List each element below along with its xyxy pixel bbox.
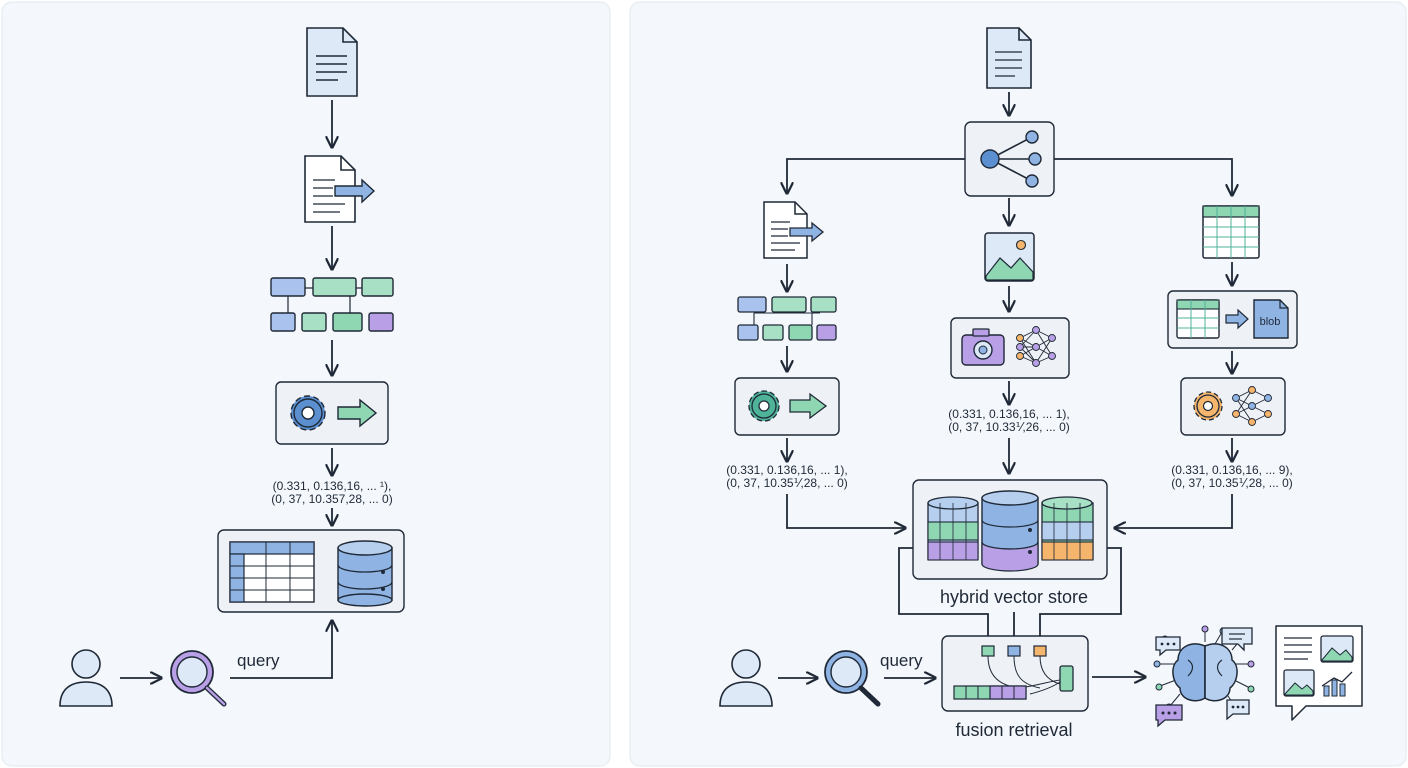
left-vector-line-1: (0.331, 0.136,16, ... ¹), xyxy=(273,479,392,493)
store-right-connector xyxy=(1039,547,1122,646)
chat-icon xyxy=(1155,704,1183,728)
vector-store-box xyxy=(217,529,405,613)
branch-left xyxy=(787,158,965,192)
table-vector-line-2: (0, 37, 10.35⅟,28, ... 0) xyxy=(1171,476,1293,490)
table-embedding-box xyxy=(1180,377,1286,436)
search-icon xyxy=(170,650,227,707)
blob-icon: blob xyxy=(1253,299,1289,339)
neural-net-icon xyxy=(1016,326,1056,367)
embedding-box xyxy=(734,377,840,436)
image-vector-line-2: (0, 37, 10.33⅟,26, ... 0) xyxy=(948,420,1070,434)
query-arrow xyxy=(230,622,332,679)
left-pipeline: (0.331, 0.136,16, ... ¹), (0, 37, 10.357… xyxy=(59,27,405,707)
table-vector-line-1: (0.331, 0.136,16, ... 9), xyxy=(1171,463,1292,477)
arrow-right-icon xyxy=(1225,308,1249,330)
left-query-label: query xyxy=(237,651,280,670)
fusion-retrieval-box xyxy=(941,635,1089,712)
chat-icon xyxy=(1155,636,1181,657)
chat-icon xyxy=(1221,627,1253,652)
document-icon xyxy=(986,27,1032,89)
arrow-right-icon xyxy=(337,398,378,428)
right-pipeline: (0.331, 0.136,16, ... 1), (0, 37, 10.35⅟… xyxy=(719,27,1363,740)
document-icon xyxy=(306,27,358,97)
split-icon xyxy=(964,121,1055,197)
report-icon xyxy=(1275,625,1363,721)
right-panel xyxy=(629,1,1407,767)
brain-icon xyxy=(1153,625,1255,713)
database-icon xyxy=(337,540,393,607)
image-icon xyxy=(984,232,1035,282)
text-to-store-arrow xyxy=(786,494,904,528)
camera-icon xyxy=(961,328,1005,366)
image-embedding-box xyxy=(950,317,1070,379)
store-label: hybrid vector store xyxy=(940,587,1088,607)
table-icon xyxy=(229,541,315,603)
user-icon xyxy=(59,649,113,707)
neural-net-icon xyxy=(1232,386,1272,426)
gear-icon xyxy=(290,395,326,431)
text-vector-line-2: (0, 37, 10.35⅟,28, ... 0) xyxy=(726,476,848,490)
embedding-box xyxy=(275,381,389,445)
spreadsheet-icon xyxy=(1202,205,1260,259)
document-arrow-icon xyxy=(304,155,376,223)
text-vector-line-1: (0.331, 0.136,16, ... 1), xyxy=(726,463,847,477)
chunks-icon xyxy=(270,277,394,332)
document-arrow-icon xyxy=(763,201,825,259)
fusion-label: fusion retrieval xyxy=(955,720,1072,740)
hybrid-vector-store xyxy=(912,479,1108,580)
store-left-connector xyxy=(898,547,989,646)
blob-label: blob xyxy=(1260,316,1281,328)
chunks-icon xyxy=(737,296,837,341)
gear-icon xyxy=(1193,391,1223,421)
user-icon xyxy=(719,649,773,707)
right-query-label: query xyxy=(880,651,923,670)
left-vector-line-2: (0, 37, 10.357,28, ... 0) xyxy=(271,492,392,506)
spreadsheet-icon xyxy=(1176,299,1220,339)
chat-icon xyxy=(1226,699,1250,721)
gear-icon xyxy=(748,390,780,422)
table-blob-box: blob xyxy=(1167,290,1298,349)
table-to-store-arrow xyxy=(1116,494,1233,528)
image-vector-line-1: (0.331, 0.136,16, ... 1), xyxy=(948,407,1069,421)
branch-right xyxy=(1054,158,1232,194)
arrow-right-icon xyxy=(789,392,828,420)
search-icon xyxy=(824,650,881,707)
